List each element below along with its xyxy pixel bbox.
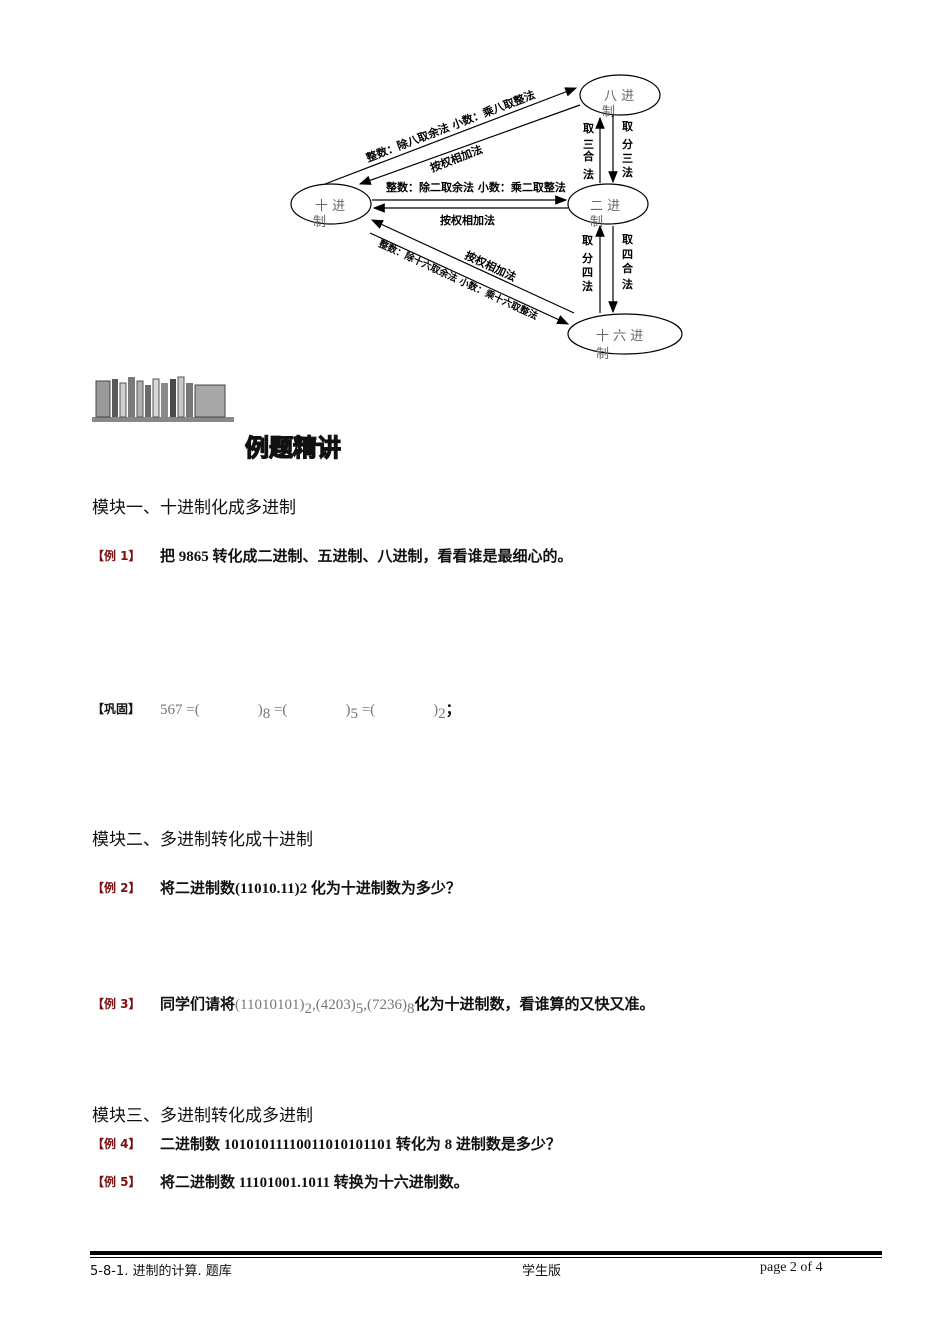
footer-edition: 学生版 <box>522 1264 562 1279</box>
node-octal-label: 八 进 <box>604 89 634 104</box>
base-conversion-diagram: 八 进 制 十 进 制 二 进 制 十 六 进 制 整数：除八取余法 小数：乘八… <box>290 74 683 362</box>
svg-text:法: 法 <box>622 165 633 179</box>
consolidate-equation: 567 =()8 =()5 =()2； <box>160 702 461 722</box>
node-binary-label-2: 制 <box>590 215 603 230</box>
node-decimal-label: 十 进 <box>315 199 345 214</box>
example-3-label: 【例 3】 <box>92 997 141 1011</box>
example-5-text: 将二进制数 11101001.1011 转换为十六进制数。 <box>160 1175 469 1191</box>
svg-text:四: 四 <box>622 248 633 261</box>
svg-text:法: 法 <box>583 167 594 181</box>
section-banner-title: 例题精讲 <box>244 433 341 462</box>
svg-text:取: 取 <box>582 234 593 247</box>
example-2-label: 【例 2】 <box>92 881 141 895</box>
module-2-heading: 模块二、多进制转化成十进制 <box>92 830 313 850</box>
node-hex-label: 十 六 进 <box>596 329 643 344</box>
footer-rule-thin <box>90 1257 882 1258</box>
edge-label-oct-to-dec: 按权相加法 <box>428 142 484 175</box>
node-decimal <box>290 183 372 225</box>
footer-page-number: page 2 of 4 <box>760 1260 823 1275</box>
example-2-text: 将二进制数(11010.11)2 化为十进制数为多少？ <box>160 881 461 897</box>
svg-text:合: 合 <box>622 261 634 275</box>
svg-text:取: 取 <box>622 120 633 133</box>
svg-text:法: 法 <box>582 279 593 293</box>
bookshelf-banner-icon <box>92 376 234 422</box>
svg-text:分: 分 <box>622 137 633 151</box>
svg-text:法: 法 <box>622 277 633 291</box>
edge-label-dec-to-bin: 整数：除二取余法 小数：乘二取整法 <box>385 180 566 194</box>
svg-text:三: 三 <box>622 152 633 165</box>
example-1-label: 【例 1】 <box>92 549 141 563</box>
edge-label-bin-to-dec: 按权相加法 <box>440 213 495 227</box>
footer-rule-thick <box>90 1251 882 1255</box>
svg-text:取: 取 <box>583 122 594 135</box>
example-1-text: 把 9865 转化成二进制、五进制、八进制，看看谁是最细心的。 <box>160 549 573 565</box>
example-4-text: 二进制数 10101011110011010101101 转化为 8 进制数是多… <box>160 1137 561 1153</box>
node-octal <box>579 74 661 116</box>
svg-text:三: 三 <box>583 138 594 151</box>
node-decimal-label-2: 制 <box>313 215 326 230</box>
node-hex-label-2: 制 <box>596 347 609 362</box>
module-1-heading: 模块一、十进制化成多进制 <box>92 498 296 518</box>
footer-doc-name: 5-8-1. 进制的计算. 题库 <box>90 1264 232 1279</box>
node-octal-label-2: 制 <box>602 105 615 120</box>
edge-label-dec-to-hex: 整数：除十六取余法 小数：乘十六取整法 <box>376 237 540 322</box>
svg-text:分: 分 <box>582 251 593 265</box>
example-5-label: 【例 5】 <box>92 1175 141 1189</box>
svg-text:四: 四 <box>582 266 593 279</box>
node-binary-label: 二 进 <box>590 199 620 214</box>
node-hex <box>567 313 683 355</box>
node-binary <box>567 183 649 225</box>
example-4-label: 【例 4】 <box>92 1137 141 1151</box>
svg-text:取: 取 <box>622 233 633 246</box>
module-3-heading: 模块三、多进制转化成多进制 <box>92 1106 313 1126</box>
example-3-text: 同学们请将(11010101)2,(4203)5,(7236)8化为十进制数，看… <box>160 997 655 1017</box>
svg-text:合: 合 <box>583 149 595 163</box>
consolidate-label: 【巩固】 <box>92 702 141 716</box>
